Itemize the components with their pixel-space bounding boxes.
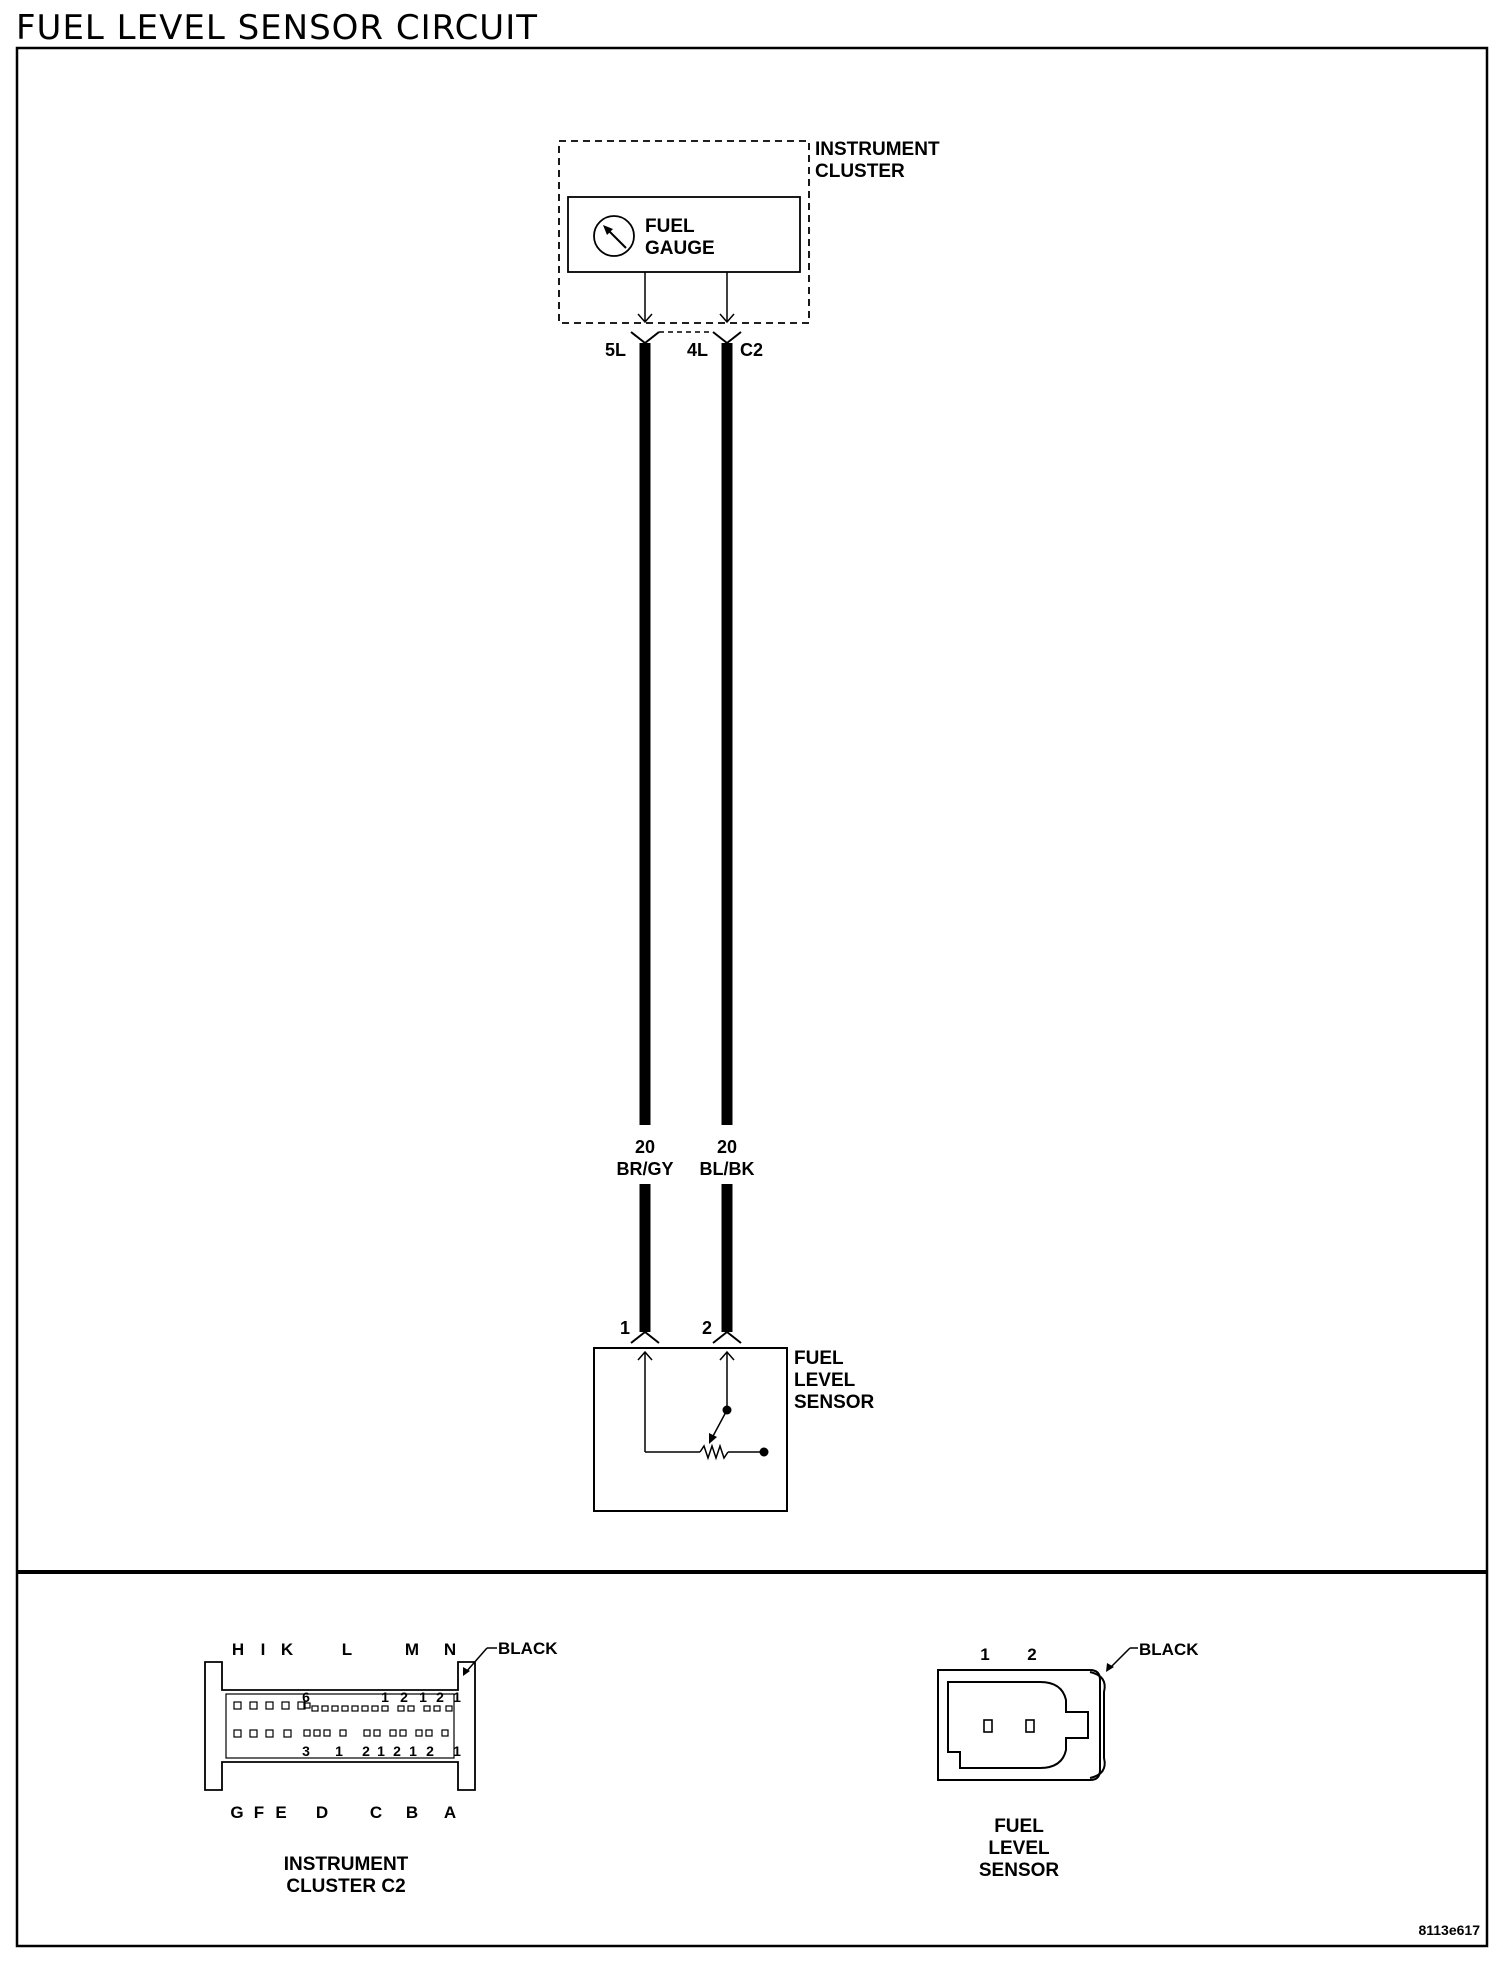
c2-caption-2: CLUSTER C2 xyxy=(286,1876,405,1897)
sensor-view-caption-2: LEVEL xyxy=(988,1838,1050,1859)
c2-letter-a: A xyxy=(444,1803,456,1822)
c2-row1-num-d: 2 xyxy=(436,1689,444,1705)
c2-row2-num-c: 1 xyxy=(377,1743,385,1759)
sensor-view-caption-3: SENSOR xyxy=(979,1860,1060,1881)
connector-chevron-5l xyxy=(630,331,660,345)
c2-row2-num-b: 2 xyxy=(362,1743,370,1759)
c2-row2-num-g: 1 xyxy=(453,1743,461,1759)
c2-row2-num-d: 2 xyxy=(393,1743,401,1759)
connector-chevron-4l xyxy=(712,331,742,345)
sensor-chevron-2 xyxy=(712,1330,742,1344)
diagram-title: FUEL LEVEL SENSOR CIRCUIT xyxy=(16,8,538,48)
c2-letter-i: I xyxy=(261,1640,266,1659)
instrument-cluster-box xyxy=(558,140,810,324)
c2-letter-h: H xyxy=(232,1640,244,1659)
sensor-view-pin-1: 1 xyxy=(980,1645,989,1664)
sensor-label-2: LEVEL xyxy=(794,1370,856,1391)
c2-letter-n: N xyxy=(444,1640,456,1659)
c2-letter-d: D xyxy=(316,1803,328,1822)
gauge-lead-left-arrow xyxy=(637,313,653,324)
sensor-node-right xyxy=(759,1447,769,1457)
sensor-chevron-1 xyxy=(630,1330,660,1344)
sensor-node-top xyxy=(722,1405,732,1415)
c2-letter-b: B xyxy=(406,1803,418,1822)
c2-row2-num-e: 1 xyxy=(409,1743,417,1759)
sensor-label-3: SENSOR xyxy=(794,1392,875,1413)
wire-gauge-left: 20 xyxy=(635,1137,655,1157)
pin-label-4l: 4L xyxy=(687,340,708,360)
sensor-connector-view: 1 2 BLACK FUEL LEVEL SENSOR xyxy=(937,1640,1199,1881)
gauge-lead-right-arrow xyxy=(719,313,735,324)
sensor-pin-label-1: 1 xyxy=(620,1318,630,1338)
c2-letter-c: C xyxy=(370,1803,382,1822)
pin-label-5l: 5L xyxy=(605,340,626,360)
c2-row1-num-c: 1 xyxy=(419,1689,427,1705)
c2-color-label: BLACK xyxy=(498,1639,558,1658)
sensor-view-color-label: BLACK xyxy=(1139,1640,1199,1659)
fuel-gauge-label-1: FUEL xyxy=(645,216,695,237)
wire-label-bg-left xyxy=(608,1125,683,1182)
sensor-label-1: FUEL xyxy=(794,1348,844,1369)
c2-row1-num-b: 2 xyxy=(400,1689,408,1705)
wire-gauge-right: 20 xyxy=(717,1137,737,1157)
instrument-cluster-label-1: INSTRUMENT xyxy=(815,139,940,160)
wire-color-left: BR/GY xyxy=(616,1159,673,1179)
c2-row2-num-f: 2 xyxy=(426,1743,434,1759)
c2-row1-num-a: 1 xyxy=(381,1689,389,1705)
fuel-gauge-label-2: GAUGE xyxy=(645,238,715,259)
c2-row1-num-e: 1 xyxy=(453,1689,461,1705)
gauge-needle-icon xyxy=(593,215,635,257)
wire-label-bg-right xyxy=(690,1125,765,1182)
fuel-level-sensor-box xyxy=(593,1347,788,1512)
sensor-view-caption-1: FUEL xyxy=(994,1816,1044,1837)
c2-row2-num-a: 1 xyxy=(335,1743,343,1759)
c2-letter-f: F xyxy=(254,1803,264,1822)
sensor-pin-label-2: 2 xyxy=(702,1318,712,1338)
cluster-c2-connector: H I K L M N BLACK xyxy=(204,1639,558,1897)
outer-frame xyxy=(15,46,1489,1948)
c2-letter-g: G xyxy=(230,1803,243,1822)
instrument-cluster-label-2: CLUSTER xyxy=(815,161,905,182)
c2-letter-m: M xyxy=(405,1640,419,1659)
c2-letter-l: L xyxy=(342,1640,352,1659)
wire-color-right: BL/BK xyxy=(700,1159,755,1179)
c2-row2-num-3: 3 xyxy=(302,1743,310,1759)
wiper-arrow xyxy=(709,1433,717,1444)
c2-letter-k: K xyxy=(281,1640,294,1659)
sensor-view-pin-2: 2 xyxy=(1027,1645,1036,1664)
c2-letter-e: E xyxy=(275,1803,286,1822)
connector-label-c2: C2 xyxy=(740,340,763,360)
c2-row1-num-6: 6 xyxy=(302,1689,310,1705)
sensor-internal-circuit xyxy=(637,1350,764,1461)
c2-caption-1: INSTRUMENT xyxy=(284,1854,409,1875)
fuel-gauge-box xyxy=(567,196,801,273)
figure-id: 8113e617 xyxy=(1418,1922,1480,1938)
